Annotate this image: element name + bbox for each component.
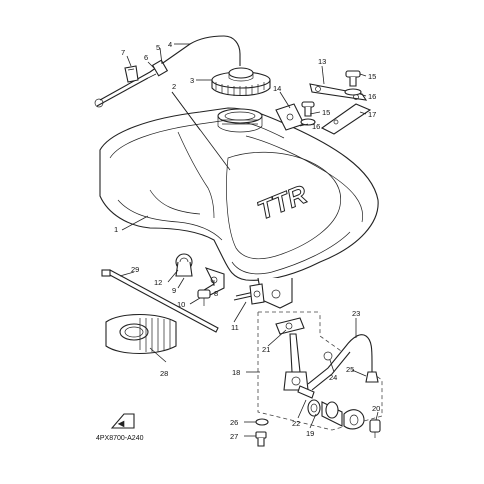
callout-12: 12 [154, 278, 162, 287]
breather-hose-assembly [94, 35, 241, 108]
callout-3: 3 [190, 76, 194, 85]
callout-17: 17 [368, 110, 376, 119]
callout-29: 29 [131, 265, 139, 274]
fuel-cock-assembly [255, 311, 383, 447]
callout-21: 21 [262, 345, 270, 354]
callout-15a: 15 [368, 72, 376, 81]
front-direction-arrow: ◀ [110, 413, 135, 429]
callout-9: 9 [172, 286, 176, 295]
callout-5: 5 [156, 43, 160, 52]
callout-20: 20 [372, 404, 380, 413]
callout-24: 24 [329, 373, 337, 382]
callout-2: 2 [172, 82, 176, 91]
heat-protector-sleeve [105, 314, 177, 354]
callout-22: 22 [292, 419, 300, 428]
leader-lines [119, 43, 379, 437]
callout-10: 10 [177, 300, 185, 309]
fuel-hose [307, 334, 379, 391]
fuel-cap [211, 67, 271, 96]
callout-19: 19 [306, 429, 314, 438]
callout-1: 1 [114, 225, 118, 234]
callout-labels: 1 2 3 4 5 6 7 8 9 10 11 12 13 14 15 15 1… [114, 40, 380, 441]
front-arrow-glyph: ◀ [117, 419, 125, 428]
callout-6: 6 [144, 53, 148, 62]
callout-15b: 15 [322, 108, 330, 117]
callout-14: 14 [273, 84, 281, 93]
drawing-code: 4PX8700-A240 [96, 435, 144, 442]
callout-28: 28 [160, 369, 168, 378]
callout-26: 26 [230, 418, 238, 427]
callout-11: 11 [231, 323, 239, 332]
bracket-hardware [275, 70, 372, 135]
callout-16a: 16 [368, 92, 376, 101]
callout-18: 18 [232, 368, 240, 377]
callout-13: 13 [318, 57, 326, 66]
callout-27: 27 [230, 432, 238, 441]
callout-25: 25 [346, 365, 354, 374]
callout-23: 23 [352, 309, 360, 318]
callout-16b: 16 [312, 122, 320, 131]
fuel-tank: TTR [99, 107, 379, 309]
callout-8: 8 [214, 289, 218, 298]
cable-tie [101, 269, 219, 333]
callout-7: 7 [121, 48, 125, 57]
callout-4: 4 [168, 40, 172, 49]
